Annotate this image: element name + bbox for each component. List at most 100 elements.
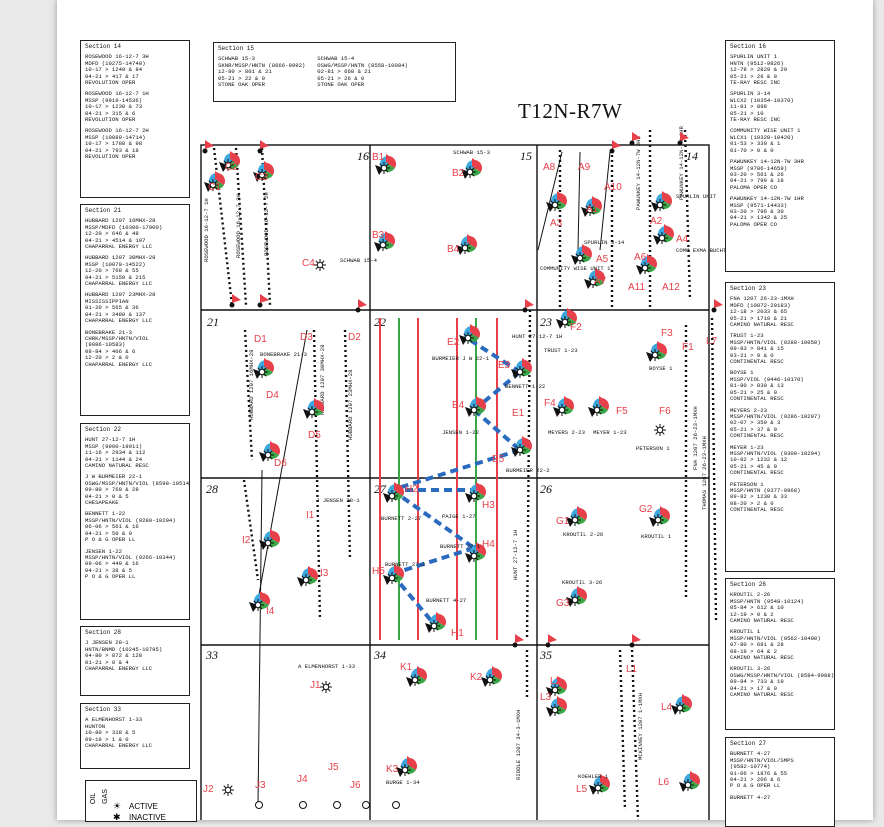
status-flag <box>632 132 641 144</box>
section-number-26: 26 <box>540 482 552 496</box>
well-I4 <box>249 591 270 612</box>
lateral-label: FNA 1207 26-23-1MXH <box>692 406 699 470</box>
status-flag <box>260 140 269 152</box>
well-label-D6: D6 <box>274 458 287 469</box>
well-name-label: BURNETT 2-27 <box>381 515 421 522</box>
status-flag <box>264 161 273 173</box>
record-line: OSWG/MSSP/HNTN/VIOL (8584-9988) <box>730 671 835 679</box>
record-line: 04-21 > 38 & 5 <box>85 566 132 574</box>
well-label-A6: A6 <box>634 252 647 263</box>
record-line: OSWG/MSSP/HNTN/VIOL (8598-10514) <box>85 479 190 487</box>
well-endpoint <box>392 801 400 809</box>
well-symbol-center <box>571 516 579 524</box>
legend-active: ACTIVE <box>129 802 158 811</box>
record-line: 03-20 > 561 & 26 <box>730 170 784 178</box>
record-line: CHAPARRAL ENERGY LLC <box>85 665 153 673</box>
record-line: 01-06 > 1876 & 55 <box>730 769 788 777</box>
well-symbol-center <box>388 574 396 582</box>
legend: OIL GAS ☀ ACTIVE ✱ INACTIVE <box>85 780 197 822</box>
record-line: 01-20 > 565 & 36 <box>85 304 139 312</box>
well-F3 <box>646 341 667 362</box>
record-line: REVOLUTION OPER <box>85 116 136 124</box>
record-line: A ELMENHORST 1-33 <box>85 716 143 724</box>
well-endpoint <box>333 801 341 809</box>
well-label-G2: G2 <box>639 504 653 515</box>
well-endpoint <box>362 801 370 809</box>
horizontal-lateral <box>630 649 640 820</box>
record-line: HUNTON <box>85 722 106 730</box>
well-A5 <box>571 244 592 265</box>
well-label-A1: A1 <box>586 204 599 215</box>
record-line: CHAPARRAL ENERGY LLC <box>85 317 153 325</box>
info-box-heading: Section 15 <box>218 45 255 52</box>
section-grid: 161514212223282726333435 <box>200 144 710 820</box>
well-name-label: A ELMENHORST 1-33 <box>298 663 355 670</box>
well-label-L4: L4 <box>661 702 673 713</box>
record-line: 11-16 > 2934 & 112 <box>85 449 146 457</box>
record-line: 04-21 > 799 & 18 <box>730 177 784 185</box>
well-symbol-center <box>388 492 396 500</box>
status-flag <box>230 151 239 163</box>
well-H2 <box>383 482 405 503</box>
status-flag <box>314 398 323 410</box>
horizontal-lateral <box>710 317 718 621</box>
record-line: J W BURMEIER 22-1 <box>85 473 143 481</box>
well-H5 <box>383 564 405 585</box>
status-flag <box>467 234 476 246</box>
record-line: MSSP (10089-14714) <box>85 133 146 141</box>
well-name-label: KROUTIL 2-26 <box>563 531 603 538</box>
section-number-15: 15 <box>520 149 532 163</box>
surface-flag <box>257 294 269 308</box>
section-number-21: 21 <box>207 315 219 329</box>
well-symbol-center <box>656 426 664 434</box>
injection-lines <box>390 338 522 626</box>
record-line: TE-RAY RESC INC <box>730 79 781 87</box>
well-D4 <box>253 358 274 379</box>
record-line: 01-21 > 0 & 4 <box>85 658 129 666</box>
well-label-J5: J5 <box>328 762 339 773</box>
record-line: ROSEWOOD 16-12-7 1H <box>85 90 149 98</box>
well-symbol-center <box>641 264 649 272</box>
well-name-label: JENSEN 1-22 <box>442 429 479 436</box>
record-line: STONE OAK OPER <box>317 81 365 89</box>
record-line: MSSP/HNTN/VIOL (9266-10344) <box>85 553 176 561</box>
record-line: MSSP/VIOL (9446-10170) <box>730 375 804 383</box>
well-symbol-center <box>558 406 566 414</box>
surface-point <box>229 302 235 308</box>
well-label-A8: A8 <box>543 162 556 173</box>
well-E2 <box>459 324 480 345</box>
record-line: MDFD (10072-20183) <box>730 301 791 309</box>
record-line: 10-17 > 1249 & 84 <box>85 66 143 74</box>
record-line: WLCX2 (10354-10370) <box>730 96 794 104</box>
well-endpoint <box>299 801 307 809</box>
well-A4 <box>653 224 675 245</box>
well-label-A12: A12 <box>662 282 680 293</box>
record-line: SPURLIN 3-14 <box>730 90 771 98</box>
record-line: J JENSEN 28-1 <box>85 639 129 647</box>
section-number-33: 33 <box>205 648 218 662</box>
record-line: REVOLUTION OPER <box>85 153 136 161</box>
record-line: 04-21 > 4514 & 197 <box>85 236 146 244</box>
well-C1 <box>204 171 226 192</box>
record-line: KROUTIL 1 <box>730 628 761 636</box>
info-box-heading: Section 26 <box>730 581 767 588</box>
well-symbol-center <box>551 706 559 714</box>
well-name-label: KROUTIL 3-26 <box>562 579 602 586</box>
lateral-label: THOMAS 1207 26-23-1MXH <box>701 436 708 510</box>
well-name-label: BURNETT 27-2 <box>385 561 425 568</box>
status-flag <box>612 140 621 152</box>
record-line: CONTINENTAL RESC <box>730 395 784 403</box>
surface-point <box>711 307 717 313</box>
status-flag <box>525 299 534 311</box>
status-flag <box>714 299 723 311</box>
horizontal-lateral <box>242 479 260 581</box>
status-flag <box>436 612 445 624</box>
